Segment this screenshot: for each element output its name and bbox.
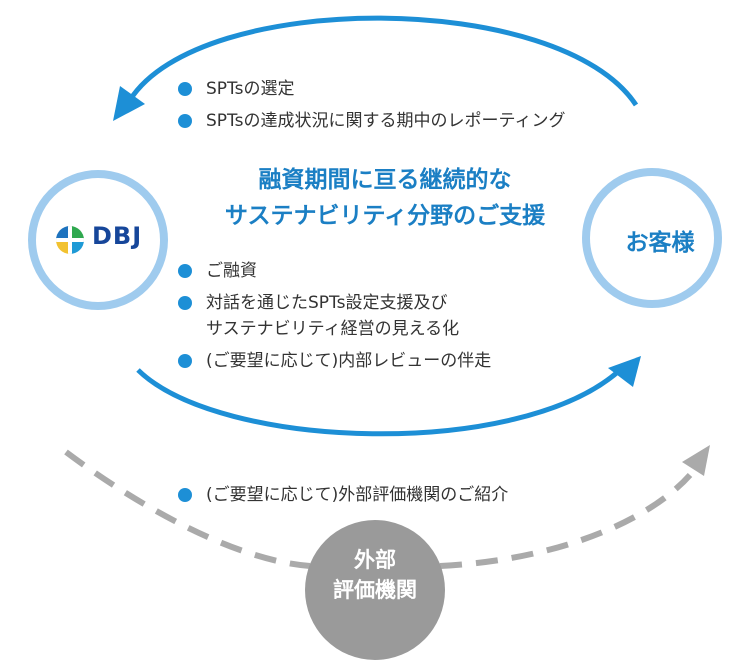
top-arc-arrow xyxy=(127,15,639,107)
bottom-bullet-list: (ご要望に応じて)外部評価機関のご紹介 xyxy=(178,482,508,508)
dashed-arrowhead xyxy=(682,445,710,476)
bullet-dot-icon xyxy=(178,264,192,278)
top-bullet-list: SPTsの選定 SPTsの達成状況に関する期中のレポーティング xyxy=(178,76,565,134)
dashed-arc-arrow xyxy=(64,449,693,569)
list-item: SPTsの選定 xyxy=(178,76,565,102)
list-item: (ご要望に応じて)内部レビューの伴走 xyxy=(178,348,491,374)
top-arrowhead xyxy=(113,86,145,121)
list-item: SPTsの達成状況に関する期中のレポーティング xyxy=(178,108,565,134)
bullet-dot-icon xyxy=(178,114,192,128)
list-item: 対話を通じたSPTs設定支援及び サステナビリティ経営の見える化 xyxy=(178,290,491,342)
external-label: 外部 評価機関 xyxy=(305,545,445,605)
bottom-arc-arrow xyxy=(136,368,622,437)
bullet-dot-icon xyxy=(178,296,192,310)
dbj-circle xyxy=(28,170,168,310)
headline-line-2: サステナビリティ分野のご支援 xyxy=(224,203,546,229)
customer-label: お客様 xyxy=(625,230,695,256)
external-circle xyxy=(305,520,445,660)
list-item: (ご要望に応じて)外部評価機関のご紹介 xyxy=(178,482,508,508)
bullet-dot-icon xyxy=(178,488,192,502)
headline: 融資期間に亘る継続的な サステナビリティ分野のご支援 xyxy=(180,162,590,234)
dbj-label: DBJ xyxy=(92,222,143,250)
external-label-line-2: 評価機関 xyxy=(333,578,417,602)
bullet-dot-icon xyxy=(178,82,192,96)
customer-circle xyxy=(582,168,722,308)
headline-line-1: 融資期間に亘る継続的な xyxy=(258,167,512,193)
bullet-dot-icon xyxy=(178,354,192,368)
bottom-arrowhead xyxy=(608,356,641,387)
middle-bullet-list: ご融資 対話を通じたSPTs設定支援及び サステナビリティ経営の見える化 (ご要… xyxy=(178,258,491,374)
list-item: ご融資 xyxy=(178,258,491,284)
external-label-line-1: 外部 xyxy=(354,548,396,572)
dbj-logo: DBJ xyxy=(56,222,142,250)
